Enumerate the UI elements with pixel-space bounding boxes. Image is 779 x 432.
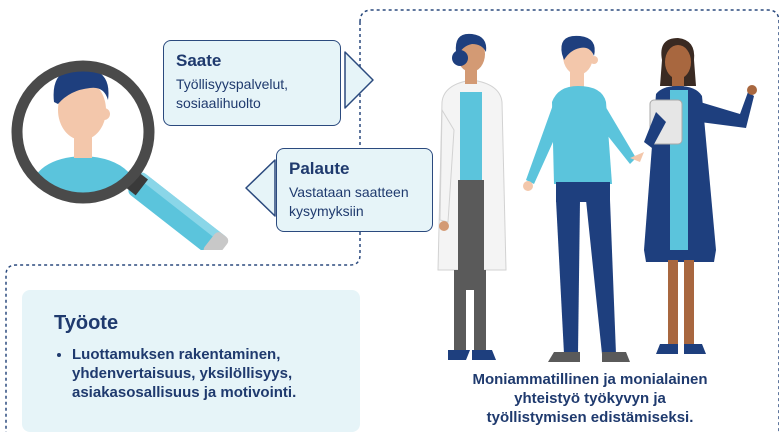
saate-text-line: sosiaalihuolto (176, 95, 261, 111)
professionals-illustration (437, 33, 757, 362)
palaute-text-line: kysymyksiin (289, 203, 364, 219)
caption-line: Moniammatillinen ja monialainen (472, 371, 708, 388)
woman-figure (644, 38, 757, 354)
saate-text-line: Työllisyyspalvelut, (176, 76, 289, 92)
doctor-figure (437, 33, 507, 360)
palaute-text-line: Vastataan saatteen (289, 184, 409, 200)
caption-line: työllistymisen edistämiseksi. (486, 409, 694, 426)
tyoote-bullet: Luottamuksen rakentaminen, yhdenvertaisu… (72, 345, 328, 402)
left-arrow-icon (245, 159, 276, 217)
tyoote-bullet-line: asiakasosallisuus ja motivointi. (72, 384, 297, 401)
saate-box: Saate Työllisyyspalvelut, sosiaalihuolto (163, 40, 341, 126)
magnifier-person-icon (11, 60, 229, 250)
palaute-title: Palaute (289, 159, 350, 178)
caption-line: yhteistyö työkyvyn ja (514, 390, 666, 407)
tyoote-bullet-list: Luottamuksen rakentaminen, yhdenvertaisu… (54, 345, 328, 402)
tyoote-title: Työote (54, 312, 119, 334)
tyoote-bullet-line: yhdenvertaisuus, yksilöllisyys, (72, 365, 293, 382)
man-figure (523, 35, 644, 362)
saate-title: Saate (176, 51, 222, 70)
right-arrow-icon (344, 51, 374, 109)
palaute-box: Palaute Vastataan saatteen kysymyksiin (276, 148, 433, 232)
tyoote-panel: Työote Luottamuksen rakentaminen, yhdenv… (22, 290, 360, 432)
tyoote-bullet-line: Luottamuksen rakentaminen, (72, 346, 281, 363)
illustration-caption: Moniammatillinen ja monialainen yhteisty… (400, 370, 779, 427)
